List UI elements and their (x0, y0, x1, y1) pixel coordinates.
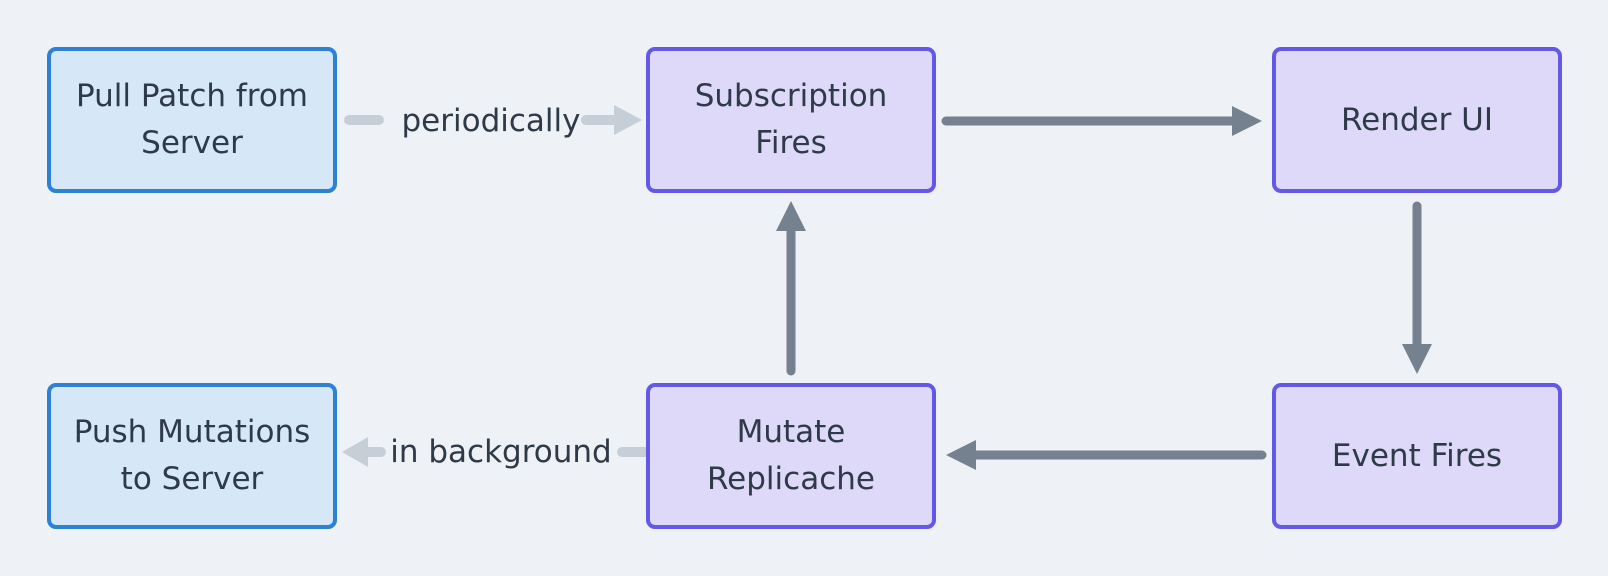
edge-event-to-mutate-arrowhead-icon (946, 440, 976, 470)
edge-render-to-event-arrowhead-icon (1402, 344, 1432, 374)
edge-mutate-to-subscription-arrowhead-icon (776, 201, 806, 231)
node-label-line: Pull Patch from (75, 78, 308, 114)
node-label-line: Server (141, 125, 243, 161)
edge-subscription-to-render-arrowhead-icon (1232, 106, 1262, 136)
edge-mutate-to-push-arrowhead-icon (342, 437, 368, 467)
node-label-line: Mutate (736, 414, 846, 450)
node-pull-patch-from-server: Pull Patch from Server (47, 47, 337, 193)
edge-pull-to-subscription-arrowhead-icon (614, 105, 642, 135)
node-render-ui: Render UI (1272, 47, 1562, 193)
node-mutate-replicache: Mutate Replicache (646, 383, 936, 529)
node-label-line: Subscription (694, 78, 888, 114)
node-label-line: Fires (755, 125, 827, 161)
node-label-line: Replicache (707, 461, 875, 497)
node-label-line: Render UI (1340, 101, 1494, 138)
node-label-line: to Server (120, 461, 264, 497)
node-push-mutations-to-server: Push Mutations to Server (47, 383, 337, 529)
node-label-line: Push Mutations (73, 414, 311, 450)
node-label-line: Event Fires (1331, 437, 1503, 474)
node-event-fires: Event Fires (1272, 383, 1562, 529)
edge-label-periodically: periodically (401, 103, 581, 139)
node-subscription-fires: Subscription Fires (646, 47, 936, 193)
edge-label-in-background: in background (390, 434, 612, 470)
